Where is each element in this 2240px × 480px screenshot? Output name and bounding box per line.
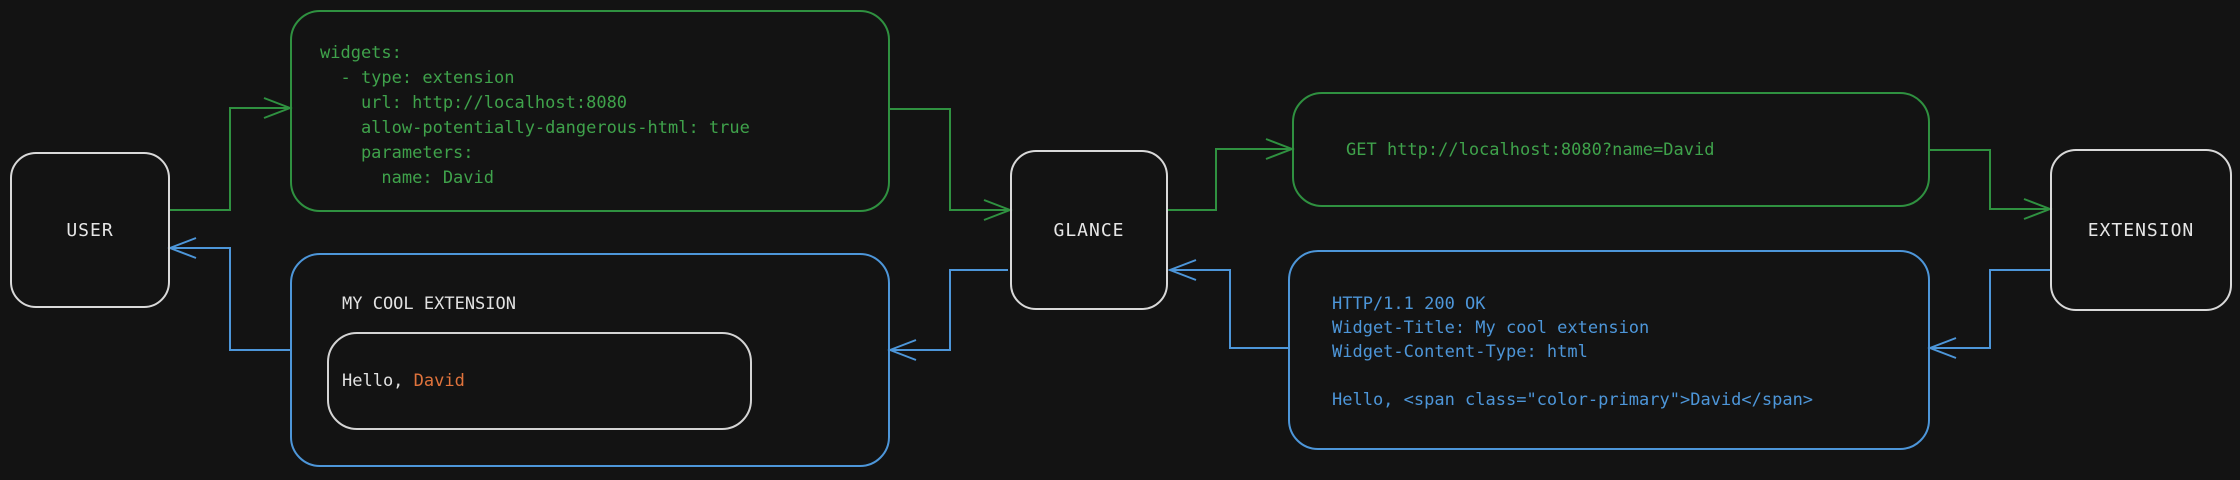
- arrow-config-to-glance: [890, 108, 1013, 221]
- glance-node-label: GLANCE: [1053, 219, 1125, 241]
- greeting-prefix: Hello,: [342, 371, 414, 391]
- extension-node: EXTENSION: [2050, 149, 2232, 311]
- arrowhead-left-icon: [887, 339, 917, 361]
- arrow-extension-to-response: [1927, 269, 2050, 359]
- yaml-config-line: - type: extension: [320, 68, 515, 88]
- user-node: USER: [10, 152, 170, 308]
- yaml-config-line: name: David: [320, 168, 494, 188]
- widget-title: MY COOL EXTENSION: [342, 294, 516, 314]
- arrowhead-left-icon: [1927, 337, 1957, 359]
- yaml-config-line: parameters:: [320, 143, 474, 163]
- http-response-box: HTTP/1.1 200 OK Widget-Title: My cool ex…: [1288, 250, 1930, 450]
- http-response-line: Widget-Content-Type: html: [1332, 342, 1588, 362]
- http-response-line: Widget-Title: My cool extension: [1332, 318, 1650, 338]
- arrow-request-to-extension: [1930, 149, 2053, 220]
- http-response-line: Hello, <span class="color-primary">David…: [1332, 390, 1814, 410]
- yaml-config-line: allow-potentially-dangerous-html: true: [320, 118, 750, 138]
- extension-node-label: EXTENSION: [2087, 219, 2195, 241]
- arrowhead-left-icon: [1167, 259, 1197, 281]
- user-node-label: USER: [66, 219, 114, 241]
- yaml-config-line: widgets:: [320, 43, 402, 63]
- greeting-box: Hello, David: [327, 332, 752, 430]
- arrow-response-to-glance: [1167, 259, 1288, 349]
- http-request-line: GET http://localhost:8080?name=David: [1346, 139, 1715, 160]
- arrow-glance-to-request: [1168, 138, 1295, 211]
- arrow-widget-to-user: [167, 237, 290, 351]
- arrow-user-to-config: [170, 97, 293, 211]
- http-response-line: HTTP/1.1 200 OK: [1332, 294, 1486, 314]
- arrow-glance-to-widget: [887, 269, 1008, 361]
- rendered-widget-box: MY COOL EXTENSION Hello, David: [290, 253, 890, 467]
- arrowhead-left-icon: [167, 237, 197, 259]
- greeting-name: David: [413, 371, 465, 391]
- http-request-box: GET http://localhost:8080?name=David: [1292, 92, 1930, 207]
- yaml-config-box: widgets: - type: extension url: http://l…: [290, 10, 890, 212]
- yaml-config-line: url: http://localhost:8080: [320, 93, 628, 113]
- http-response-line: [1332, 364, 1928, 388]
- glance-node: GLANCE: [1010, 150, 1168, 310]
